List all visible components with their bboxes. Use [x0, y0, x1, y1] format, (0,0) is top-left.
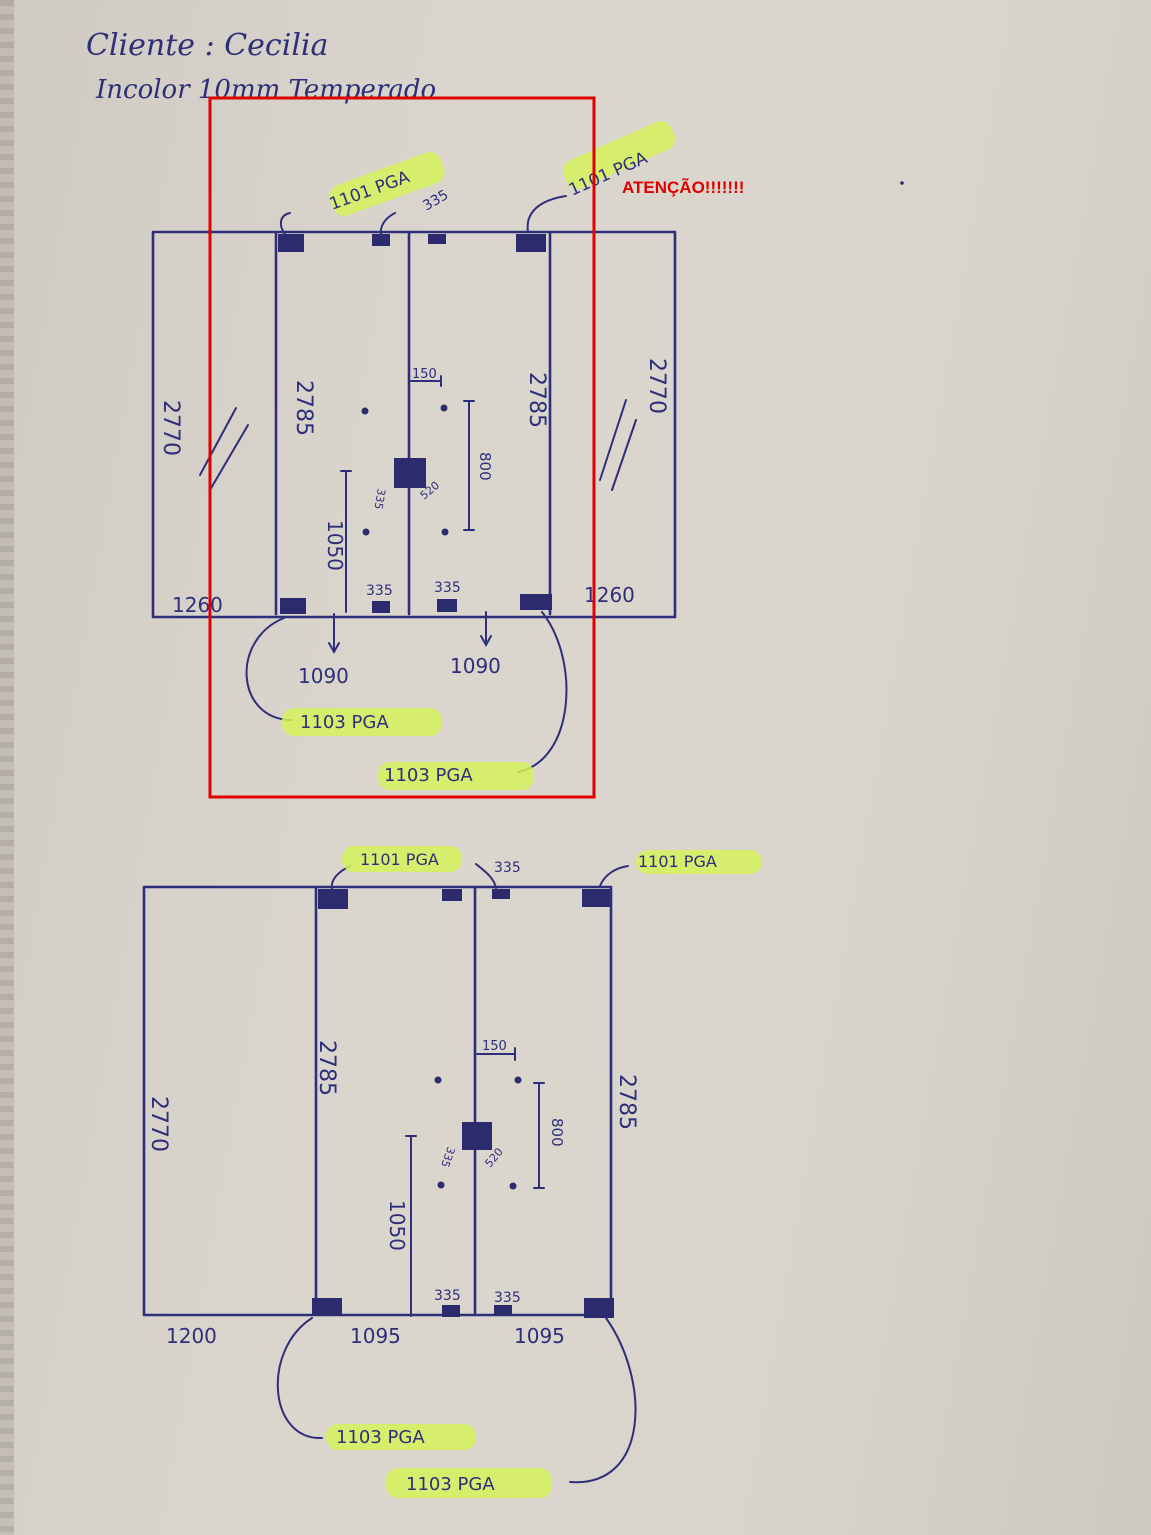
- handle-hole: [434, 1076, 442, 1084]
- highlight-mark: [282, 708, 442, 736]
- patch-fitting: [442, 1305, 460, 1317]
- highlight-mark: [329, 152, 445, 216]
- fitting-label: 1101 PGA: [360, 850, 439, 869]
- patch-fitting: [442, 889, 462, 901]
- glass-hatch: [199, 407, 237, 476]
- fitting-label: 1103 PGA: [384, 765, 473, 786]
- height-label: 2770: [158, 400, 183, 456]
- handle-hole: [362, 528, 370, 536]
- patch-fitting: [372, 601, 390, 613]
- patch-fitting: [520, 594, 552, 610]
- patch-fitting: [278, 234, 304, 252]
- handle-left-label: 335: [371, 487, 387, 510]
- handle-span-label: 800: [476, 452, 494, 481]
- material-line: Incolor 10mm Temperado: [95, 75, 436, 105]
- patch-fitting: [280, 598, 306, 614]
- door-arrowhead: [480, 635, 492, 648]
- gap-label: 335: [434, 580, 461, 596]
- width-label: 1260: [584, 583, 635, 607]
- highlight-mark: [636, 850, 762, 874]
- fitting-label: 1101 PGA: [638, 852, 717, 871]
- highlight-mark: [562, 121, 676, 189]
- glass-hatch: [599, 399, 627, 481]
- callout-curve: [276, 1317, 323, 1440]
- height-label: 2785: [314, 1040, 339, 1096]
- top-drawing: 2770 2785 2785 2770 1260 1260 1090 1090 …: [151, 121, 677, 790]
- patch-fitting: [437, 599, 457, 612]
- highlight-mark: [378, 762, 534, 790]
- patch-fitting: [428, 234, 446, 244]
- callout-curve: [279, 212, 291, 235]
- bottom-outer-frame: [142, 885, 613, 1317]
- highlight-mark: [386, 1468, 552, 1498]
- width-label: 1095: [350, 1324, 401, 1348]
- highlight-mark: [342, 846, 462, 872]
- handle-offset-label: 150: [412, 367, 437, 382]
- gap-label: 335: [494, 1290, 521, 1306]
- handle-hole: [514, 1076, 522, 1084]
- callout-curve: [517, 611, 568, 773]
- door-width-label: 1090: [450, 654, 501, 678]
- glass-hatch: [209, 424, 249, 491]
- ink-speck: [900, 181, 904, 185]
- handle-span-label: 800: [548, 1118, 566, 1147]
- height-label: 2770: [644, 358, 669, 414]
- handle-hole: [440, 404, 448, 412]
- width-label: 1200: [166, 1324, 217, 1348]
- callout-curve: [245, 617, 293, 721]
- fitting-label: 1103 PGA: [300, 712, 389, 733]
- patch-fitting: [492, 889, 510, 899]
- patch-fitting: [318, 889, 348, 909]
- client-line: Cliente : Cecilia: [86, 28, 328, 63]
- patch-fitting: [494, 1305, 512, 1315]
- callout-curve: [569, 1317, 637, 1484]
- handle-hole: [437, 1181, 445, 1189]
- gap-label: 335: [366, 583, 393, 599]
- gap-label: 335: [494, 860, 521, 876]
- door-height-label: 1050: [385, 1200, 409, 1251]
- door-height-label: 1050: [323, 520, 347, 571]
- handle-hole: [509, 1182, 517, 1190]
- highlight-mark: [326, 1424, 476, 1450]
- callout-curve: [599, 865, 629, 887]
- door-width-label: 1090: [298, 664, 349, 688]
- fitting-label: 1103 PGA: [336, 1427, 425, 1448]
- door-arrowhead: [328, 642, 340, 655]
- notebook-binding-edge: [0, 0, 14, 1535]
- warning-text: ATENÇÃO!!!!!!!: [622, 177, 744, 197]
- patch-fitting: [372, 234, 390, 246]
- top-outer-frame: [151, 230, 677, 619]
- height-label: 2785: [291, 380, 316, 436]
- handle-hole: [441, 528, 449, 536]
- patch-fitting: [582, 889, 610, 907]
- patch-fitting: [312, 1298, 342, 1316]
- handle-hole: [361, 407, 369, 415]
- bottom-drawing: 2770 2785 2785 1200 1095 1095 335 335 33…: [142, 846, 762, 1498]
- lock-block: [462, 1122, 492, 1150]
- handle-offset-label: 150: [482, 1039, 507, 1054]
- handle-left-label: 335: [438, 1145, 457, 1169]
- callout-curve: [475, 863, 497, 889]
- width-label: 1260: [172, 593, 223, 617]
- lock-block: [394, 458, 426, 488]
- gap-label: 335: [434, 1288, 461, 1304]
- height-label: 2785: [614, 1074, 639, 1130]
- glass-hatch: [611, 419, 637, 491]
- annotation-box: [208, 96, 596, 799]
- patch-fitting: [584, 1298, 614, 1318]
- height-label: 2770: [146, 1096, 171, 1152]
- width-label: 1095: [514, 1324, 565, 1348]
- patch-fitting: [516, 234, 546, 252]
- gap-label: 335: [420, 187, 451, 214]
- callout-curve: [379, 212, 396, 235]
- fitting-label: 1103 PGA: [406, 1474, 495, 1495]
- callout-curve: [526, 195, 567, 233]
- height-label: 2785: [524, 372, 549, 428]
